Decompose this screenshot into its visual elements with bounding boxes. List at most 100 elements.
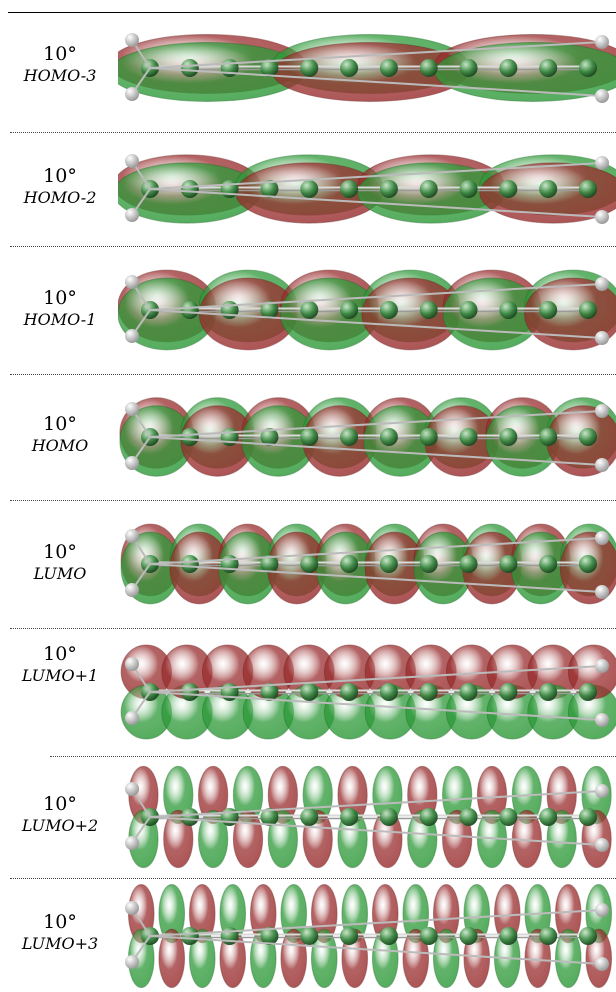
hydrogen-atom [595, 35, 609, 49]
hydrogen-atom [125, 711, 139, 725]
molecule-orbital-image [119, 397, 616, 477]
carbon-atom [340, 808, 359, 826]
carbon-atom [459, 59, 478, 77]
angle-label: 10° [43, 287, 77, 309]
ch-bond [149, 162, 603, 190]
hydrogen-atom [125, 208, 139, 222]
hydrogen-atom [125, 955, 139, 969]
atoms [125, 657, 609, 727]
carbon-atom [340, 428, 359, 446]
carbon-atom [300, 428, 319, 446]
ch-bond [149, 67, 603, 97]
row-separator [10, 374, 616, 375]
orbital-label: LUMO+2 [21, 816, 99, 835]
hydrogen-atom [595, 903, 609, 917]
hydrogen-atom [595, 89, 609, 103]
hydrogen-atom [595, 277, 609, 291]
carbon-atom [180, 428, 199, 446]
ch-bond [149, 309, 603, 339]
ch-bond [149, 188, 603, 218]
row-lumo-plus-3: 10° LUMO+3 [0, 880, 616, 992]
carbon-atom [579, 808, 597, 826]
atoms [125, 33, 609, 103]
hydrogen-atom [595, 458, 609, 472]
ch-bond [149, 691, 603, 721]
carbon-atom [539, 59, 558, 77]
hydrogen-atom [595, 404, 609, 418]
orbital-lobes [127, 883, 613, 989]
carbon-atom [340, 683, 359, 701]
row-lumo: 10° LUMO [0, 502, 616, 626]
molecule-orbital-image [118, 154, 616, 224]
atoms [125, 901, 609, 971]
carbon-atom [579, 683, 597, 701]
positive-lobe [198, 809, 229, 869]
orbital-label: HOMO [31, 436, 89, 455]
angle-label: 10° [43, 541, 77, 563]
row-lumo-plus-1: 10° LUMO+1 [0, 630, 616, 754]
carbon-atom [300, 180, 319, 198]
carbon-atom [300, 301, 319, 319]
row-separator [10, 132, 616, 133]
positive-lobe [310, 928, 338, 989]
ch-bond [149, 909, 603, 937]
carbon-atom [419, 428, 438, 446]
hydrogen-atom [595, 713, 609, 727]
row-lumo-plus-2: 10° LUMO+2 [0, 758, 616, 876]
carbon-atom [260, 428, 279, 446]
hydrogen-atom [595, 531, 609, 545]
carbon-atom [340, 555, 359, 573]
hydrogen-atom [125, 456, 139, 470]
hydrogen-atom [125, 657, 139, 671]
molecule-orbital-image [120, 523, 616, 605]
hydrogen-atom [125, 529, 139, 543]
carbon-atom [499, 555, 518, 573]
hydrogen-atom [595, 585, 609, 599]
ch-bond [149, 935, 603, 965]
carbon-atom [419, 808, 438, 826]
carbon-atom [579, 555, 597, 573]
carbon-atom [300, 59, 319, 77]
row-separator [10, 500, 616, 501]
row-homo-3: 10° HOMO-3 [0, 14, 616, 120]
positive-lobe [432, 928, 460, 989]
carbon-atom [499, 927, 518, 945]
carbon-atom [459, 555, 478, 573]
carbon-atom [419, 59, 438, 77]
hydrogen-atom [125, 275, 139, 289]
carbon-atom [180, 59, 199, 77]
carbon-atom [180, 683, 199, 701]
carbon-atom [379, 555, 398, 573]
carbon-atom [340, 180, 359, 198]
atoms [125, 529, 609, 599]
carbon-atom [459, 301, 478, 319]
hydrogen-atom [595, 156, 609, 170]
hydrogen-atom [125, 782, 139, 796]
negative-lobe [524, 277, 616, 351]
row-homo-1: 10° HOMO-1 [0, 248, 616, 372]
positive-lobe [546, 809, 577, 869]
angle-label: 10° [43, 413, 77, 435]
row-separator [10, 878, 616, 879]
molecule-orbital-image [120, 644, 616, 740]
carbon-atom [579, 59, 597, 77]
carbon-atom [379, 59, 398, 77]
carbon-atom [340, 59, 359, 77]
row-label: 10° LUMO+2 [0, 792, 120, 836]
carbon-atom [499, 683, 518, 701]
carbon-atom [300, 555, 319, 573]
carbon-atom [539, 301, 558, 319]
carbon-atom [579, 927, 597, 945]
carbon-atom [379, 683, 398, 701]
carbon-atom [499, 180, 518, 198]
carbon-atom [379, 428, 398, 446]
carbon-atom [539, 683, 558, 701]
hydrogen-atom [125, 87, 139, 101]
carbon-atom [260, 555, 279, 573]
positive-lobe [188, 928, 216, 989]
carbon-atom [579, 301, 597, 319]
row-label: 10° LUMO [0, 540, 120, 584]
carbon-atom [539, 428, 558, 446]
row-label: 10° HOMO [0, 412, 120, 456]
carbon-atom [459, 683, 478, 701]
